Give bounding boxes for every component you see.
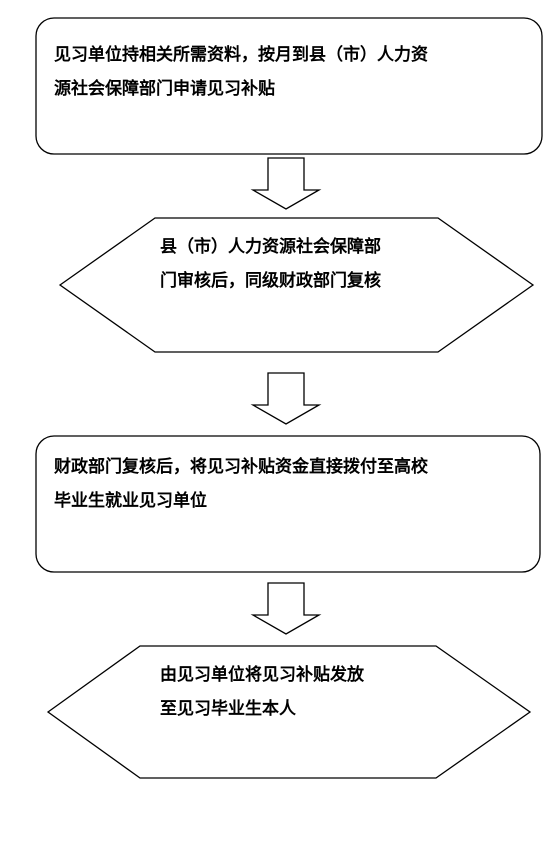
step-1-line-1: 见习单位持相关所需资料，按月到县（市）人力资 <box>54 45 428 65</box>
step-3-box <box>35 435 541 573</box>
step-4-text: 由见习单位将见习补贴发放 至见习毕业生本人 <box>160 658 364 726</box>
step-3-text: 财政部门复核后，将见习补贴资金直接拨付至高校 毕业生就业见习单位 <box>54 450 428 518</box>
step-3-line-2: 毕业生就业见习单位 <box>54 491 207 511</box>
step-2-line-1: 县（市）人力资源社会保障部 <box>160 237 381 257</box>
step-2-line-2: 门审核后，同级财政部门复核 <box>160 271 381 291</box>
step-2-hexagon <box>58 217 535 353</box>
step-2-text: 县（市）人力资源社会保障部 门审核后，同级财政部门复核 <box>160 230 381 298</box>
down-arrow-3 <box>250 582 322 635</box>
step-1-text: 见习单位持相关所需资料，按月到县（市）人力资 源社会保障部门申请见习补贴 <box>54 38 428 106</box>
step-4-line-1: 由见习单位将见习补贴发放 <box>160 665 364 685</box>
step-1-box <box>35 17 543 155</box>
step-4-hexagon <box>46 645 532 779</box>
down-arrow-2 <box>250 372 322 425</box>
down-arrow-1 <box>250 157 322 210</box>
step-1-line-2: 源社会保障部门申请见习补贴 <box>54 79 275 99</box>
step-3-line-1: 财政部门复核后，将见习补贴资金直接拨付至高校 <box>54 457 428 477</box>
step-4-line-2: 至见习毕业生本人 <box>160 699 296 719</box>
